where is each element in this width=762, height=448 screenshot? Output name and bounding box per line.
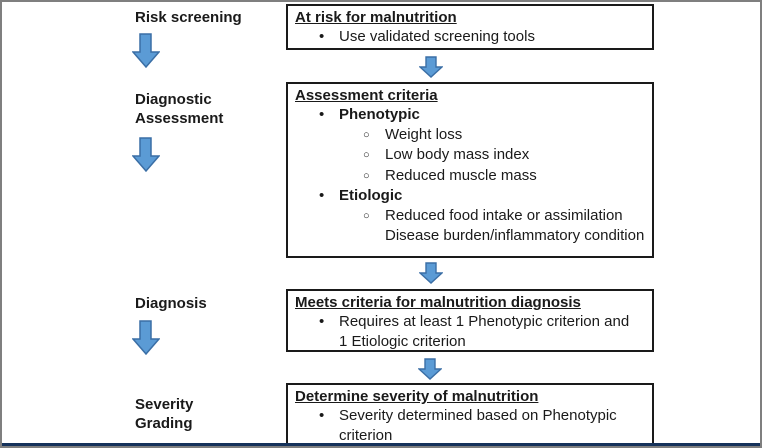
box-title: At risk for malnutrition bbox=[295, 9, 457, 26]
box-title: Determine severity of malnutrition bbox=[295, 388, 539, 405]
box-assessment-criteria: Assessment criteria • Phenotypic ○ Weigh… bbox=[286, 82, 654, 258]
list-item-text: Use validated screening tools bbox=[339, 28, 535, 45]
down-arrow-icon bbox=[419, 262, 443, 284]
list-item-text: 1 Etiologic criterion bbox=[339, 332, 466, 350]
box-title: Meets criteria for malnutrition diagnosi… bbox=[295, 294, 581, 311]
list-item: Disease burden/inflammatory condition bbox=[293, 226, 646, 246]
list-item: 1 Etiologic criterion bbox=[293, 332, 646, 352]
no-bullet bbox=[363, 226, 385, 246]
stage-label-risk-screening: Risk screening bbox=[135, 9, 242, 26]
stage-label-severity-grading: Severity Grading bbox=[135, 396, 194, 432]
bullet-icon: • bbox=[319, 106, 325, 123]
stage-label-diagnostic-assessment: Diagnostic Assessment bbox=[135, 91, 224, 127]
circle-bullet-icon: ○ bbox=[363, 128, 370, 141]
bullet-icon: • bbox=[319, 407, 325, 424]
list-item-text: Phenotypic bbox=[339, 106, 420, 123]
list-item-text: Low body mass index bbox=[385, 146, 530, 163]
down-arrow-icon bbox=[132, 33, 160, 68]
list-item: • Use validated screening tools bbox=[293, 27, 646, 47]
list-item: ○ Weight loss bbox=[293, 125, 646, 146]
list-item-text: criterion bbox=[339, 426, 393, 444]
list-item-text: Etiologic bbox=[339, 187, 403, 204]
list-item: ○ Low body mass index bbox=[293, 145, 646, 166]
list-item: • Phenotypic bbox=[293, 105, 646, 125]
box-determine-severity: Determine severity of malnutrition • Sev… bbox=[286, 383, 654, 445]
bottom-border-line bbox=[2, 443, 760, 446]
list-item: ○ Reduced muscle mass bbox=[293, 166, 646, 187]
list-item-text: Disease burden/inflammatory condition bbox=[385, 227, 645, 244]
list-item: criterion bbox=[293, 426, 646, 446]
list-item-text: Weight loss bbox=[385, 125, 463, 143]
down-arrow-icon bbox=[132, 320, 160, 355]
list-item: ○ Reduced food intake or assimilation bbox=[293, 206, 646, 227]
list-item-text: Reduced muscle mass bbox=[385, 166, 537, 184]
list-item: • Severity determined based on Phenotypi… bbox=[293, 406, 646, 426]
circle-bullet-icon: ○ bbox=[363, 169, 370, 182]
down-arrow-icon bbox=[132, 137, 160, 172]
list-item: • Etiologic bbox=[293, 186, 646, 206]
stage-label-diagnosis: Diagnosis bbox=[135, 295, 207, 312]
box-at-risk-for-malnutrition: At risk for malnutrition • Use validated… bbox=[286, 4, 654, 50]
list-item: • Requires at least 1 Phenotypic criteri… bbox=[293, 312, 646, 332]
box-meets-criteria-diagnosis: Meets criteria for malnutrition diagnosi… bbox=[286, 289, 654, 352]
bullet-icon: • bbox=[319, 187, 325, 204]
circle-bullet-icon: ○ bbox=[363, 209, 370, 222]
list-item-text: Reduced food intake or assimilation bbox=[385, 206, 623, 224]
bullet-icon: • bbox=[319, 28, 325, 45]
list-item-text: Severity determined based on Phenotypic bbox=[339, 407, 617, 424]
bullet-icon: • bbox=[319, 313, 325, 330]
list-item-text: Requires at least 1 Phenotypic criterion… bbox=[339, 313, 630, 330]
circle-bullet-icon: ○ bbox=[363, 149, 370, 161]
box-title: Assessment criteria bbox=[295, 87, 438, 104]
down-arrow-icon bbox=[419, 56, 443, 78]
no-bullet bbox=[319, 332, 339, 352]
down-arrow-icon bbox=[418, 358, 442, 380]
